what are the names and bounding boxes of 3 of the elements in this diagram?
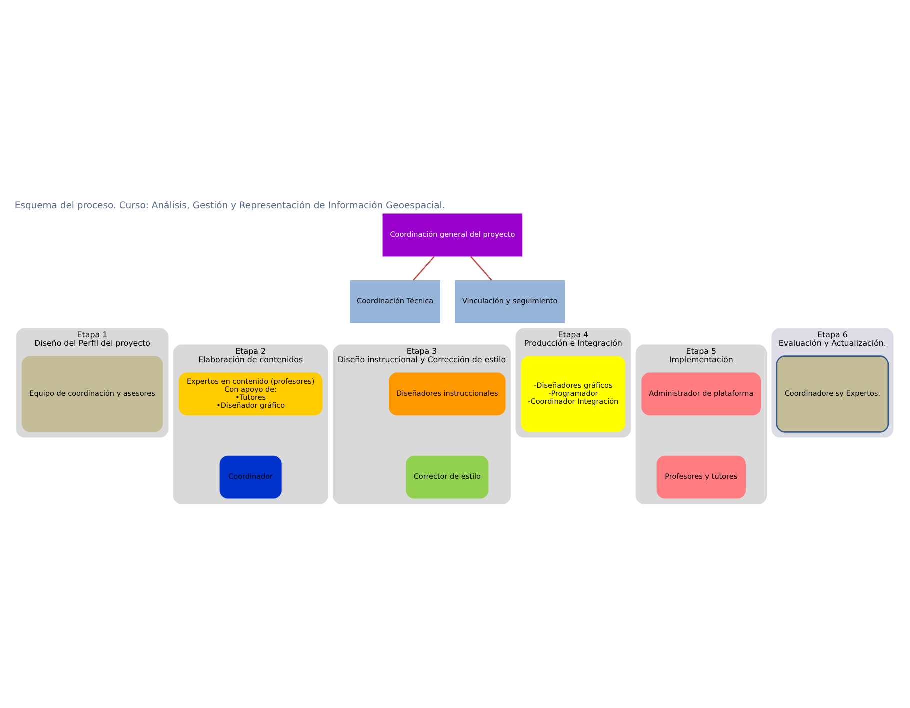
diagram-title: Esquema del proceso. Curso: Análisis, Gestión y Representación de Información Geoespacial. xyxy=(14,200,446,212)
connector xyxy=(413,256,435,281)
connector xyxy=(470,256,492,281)
